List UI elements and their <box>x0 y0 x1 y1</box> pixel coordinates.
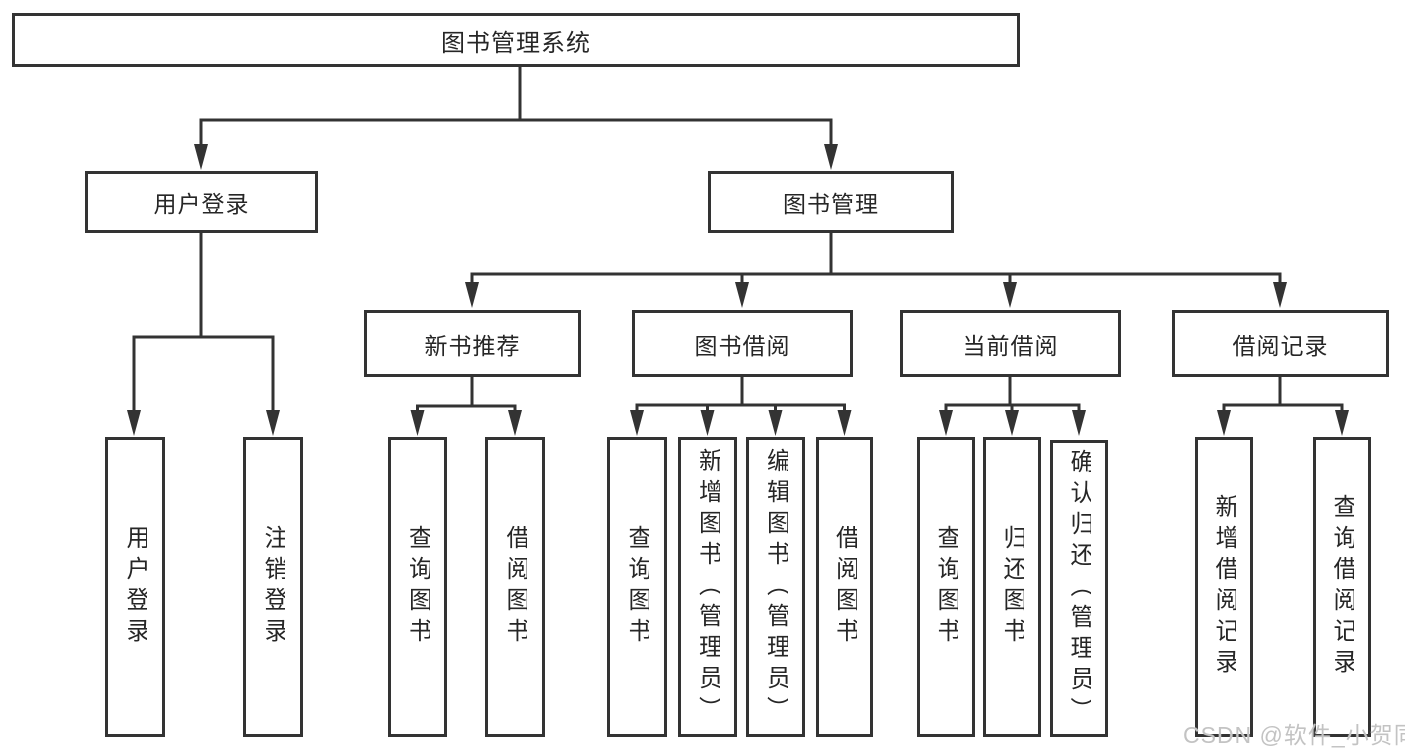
node-new-book-recommend: 新书推荐 <box>364 310 581 377</box>
leaf-query-borrow-record: 查询借阅记录 <box>1313 437 1371 737</box>
leaf-confirm-return-admin: 确认归还（管理员） <box>1050 440 1108 737</box>
leaf-borrow-books-1: 借阅图书 <box>485 437 545 737</box>
leaf-return-books: 归还图书 <box>983 437 1041 737</box>
leaf-logout: 注销登录 <box>243 437 303 737</box>
node-label: 用户登录 <box>153 191 250 217</box>
node-label: 用户登录 <box>123 525 147 649</box>
node-label: 归还图书 <box>1000 525 1024 649</box>
node-label: 查询图书 <box>625 525 649 649</box>
leaf-query-books-1: 查询图书 <box>388 437 447 737</box>
leaf-borrow-books-2: 借阅图书 <box>816 437 873 737</box>
leaf-add-books-admin: 新增图书（管理员） <box>678 437 737 737</box>
node-label: 借阅记录 <box>1232 332 1329 359</box>
node-book-management: 图书管理 <box>708 171 954 233</box>
node-user-login: 用户登录 <box>85 171 318 233</box>
node-label: 当前借阅 <box>962 332 1059 359</box>
node-label: 新增借阅记录 <box>1212 494 1236 680</box>
node-label: 查询图书 <box>934 525 958 649</box>
node-label: 借阅图书 <box>832 525 857 649</box>
node-borrow-records: 借阅记录 <box>1172 310 1389 377</box>
node-label: 图书借阅 <box>694 332 791 359</box>
node-label: 注销登录 <box>261 525 285 649</box>
node-label: 编辑图书（管理员） <box>763 447 788 727</box>
node-label: 图书管理系统 <box>441 29 591 57</box>
node-label: 新书推荐 <box>424 332 521 359</box>
node-label: 图书管理 <box>783 191 879 217</box>
leaf-user-login: 用户登录 <box>105 437 165 737</box>
node-label: 查询借阅记录 <box>1330 494 1354 680</box>
csdn-watermark: CSDN @软件_小贺同学 <box>1183 722 1405 748</box>
node-book-borrow: 图书借阅 <box>632 310 853 377</box>
leaf-query-books-3: 查询图书 <box>917 437 975 737</box>
node-label: 新增图书（管理员） <box>695 447 720 727</box>
leaf-edit-books-admin: 编辑图书（管理员） <box>746 437 805 737</box>
node-library-management-system: 图书管理系统 <box>12 13 1020 67</box>
leaf-add-borrow-record: 新增借阅记录 <box>1195 437 1253 737</box>
node-current-borrow: 当前借阅 <box>900 310 1121 377</box>
node-label: 借阅图书 <box>503 525 527 649</box>
node-label: 查询图书 <box>405 525 430 649</box>
leaf-query-books-2: 查询图书 <box>607 437 667 737</box>
node-label: 确认归还（管理员） <box>1067 449 1091 728</box>
